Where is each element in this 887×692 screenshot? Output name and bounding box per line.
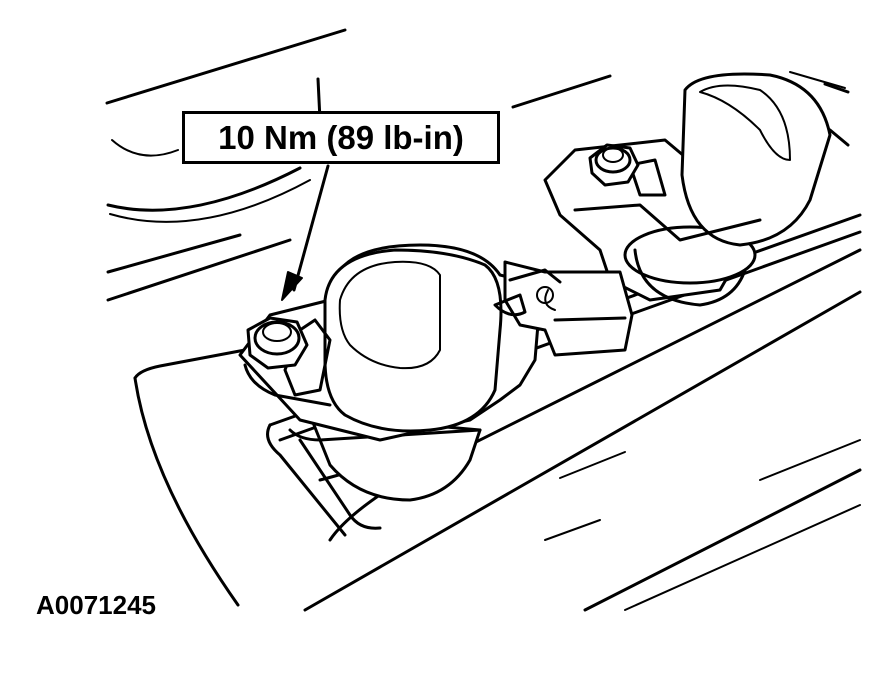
rear-ignition-coil (543, 72, 832, 307)
front-bolt-icon (246, 316, 309, 370)
rear-bolt-icon (588, 143, 640, 187)
coil-connector (493, 260, 634, 357)
figure-id-label: A0071245 (36, 590, 156, 620)
torque-callout-label: 10 Nm (89 lb-in) (182, 111, 500, 164)
front-ignition-coil (238, 243, 542, 502)
callout-leader-arrow (281, 164, 330, 301)
